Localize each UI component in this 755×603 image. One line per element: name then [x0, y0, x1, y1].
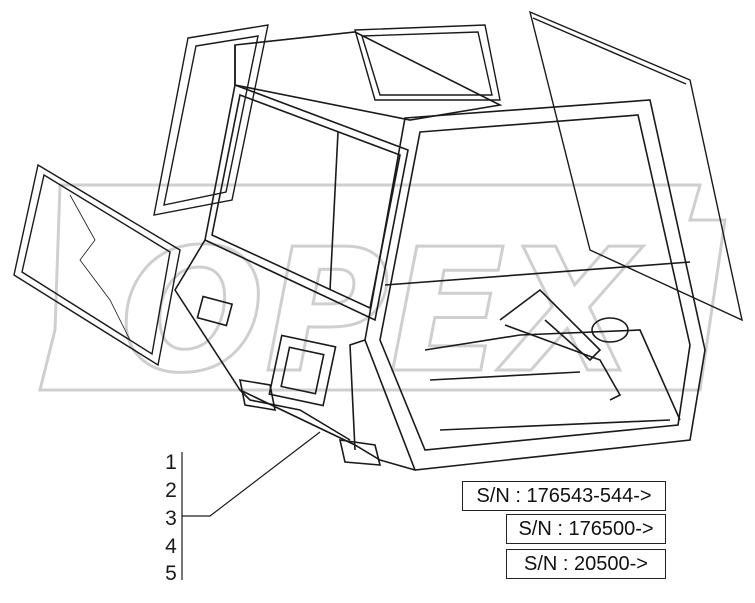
- serial-number-box-2: S/N : 176500->: [506, 514, 666, 544]
- opex-logo-watermark: OPEX: [38, 183, 727, 413]
- rear-window-glass: [528, 10, 743, 322]
- roof-rear-panel: [354, 24, 501, 101]
- side-window-glass: [13, 163, 181, 367]
- callout-number-1: 1: [165, 451, 177, 474]
- serial-number-box-3: S/N : 20500->: [506, 549, 666, 579]
- callout-number-3: 3: [165, 507, 177, 530]
- callout-number-5: 5: [165, 562, 177, 585]
- callout-number-4: 4: [165, 535, 177, 558]
- left-door-panel: [153, 24, 269, 216]
- callout-leader: [181, 431, 321, 580]
- callout-number-2: 2: [165, 479, 177, 502]
- cab-frame: [174, 31, 706, 471]
- serial-number-box-1: S/N : 176543-544->: [462, 481, 666, 511]
